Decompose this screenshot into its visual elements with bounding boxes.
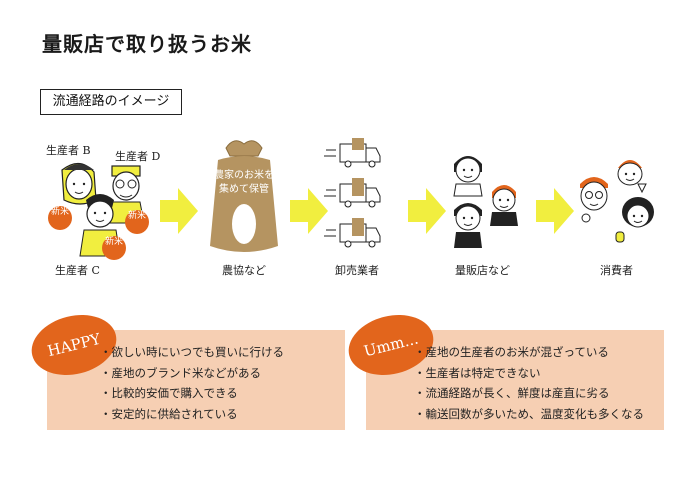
new-rice-text-1: 新米 (51, 205, 69, 217)
consumer-figure-1 (617, 160, 647, 194)
producer-d-label: 生産者 D (115, 150, 161, 163)
umm-item: ・流通経路が長く、鮮度は産直に劣る (414, 386, 610, 400)
stage-label-consumer: 消費者 (600, 264, 633, 277)
happy-item: ・比較的安価で購入できる (100, 386, 238, 400)
flow-arrow-1 (160, 188, 198, 234)
new-rice-badge-b: 新米 (48, 205, 72, 230)
bag-text-line2: 集めて保管 (219, 182, 269, 195)
stage-label-mass-retailer: 量販店など (455, 264, 510, 277)
truck-icon-1 (324, 138, 381, 168)
new-rice-text-3: 新米 (105, 235, 123, 247)
consumer-figure-3 (615, 197, 654, 243)
truck-icon-3 (324, 218, 381, 248)
staff-figure-3 (454, 203, 482, 248)
flow-arrow-3 (408, 188, 446, 234)
stage-label-wholesaler: 卸売業者 (335, 264, 379, 277)
staff-figure-1 (453, 156, 483, 197)
umm-item: ・産地の生産者のお米が混ざっている (414, 345, 609, 359)
flow-arrow-2 (290, 188, 328, 234)
stage-label-jakyo: 農協など (222, 264, 266, 277)
happy-item: ・産地のブランド米などがある (100, 365, 261, 380)
trucks-illustration (324, 138, 381, 248)
new-rice-badge-c: 新米 (102, 235, 126, 260)
happy-item: ・欲しい時にいつでも買いに行ける (100, 345, 284, 359)
new-rice-text-2: 新米 (128, 209, 146, 221)
flow-arrow-4 (536, 188, 574, 234)
happy-list: ・欲しい時にいつでも買いに行ける ・産地のブランド米などがある ・比較的安価で購… (100, 342, 284, 424)
producer-b-label: 生産者 B (46, 144, 91, 157)
producer-c-label: 生産者 C (55, 264, 100, 277)
new-rice-badge-d: 新米 (125, 209, 149, 234)
umm-item: ・生産者は特定できない (414, 365, 541, 380)
umm-item: ・輸送回数が多いため、温度変化も多くなる (414, 406, 644, 421)
truck-icon-2 (324, 178, 381, 208)
consumers-illustration (580, 160, 654, 243)
staff-figure-2 (490, 185, 518, 226)
producers-illustration: 新米 新米 新米 (48, 162, 149, 260)
happy-item: ・安定的に供給されている (100, 406, 238, 421)
umm-list: ・産地の生産者のお米が混ざっている ・生産者は特定できない ・流通経路が長く、鮮… (414, 342, 644, 424)
retailer-staff-illustration (453, 156, 518, 248)
consumer-figure-2 (580, 177, 608, 223)
rice-bag-illustration: 農家のお米を 集めて保管 (210, 140, 278, 252)
page-title: 量販店で取り扱うお米 (42, 32, 252, 56)
bag-text-line1: 農家のお米を (214, 168, 274, 181)
producer-b-figure (61, 162, 97, 205)
subtitle-box: 流通経路のイメージ (40, 89, 182, 115)
